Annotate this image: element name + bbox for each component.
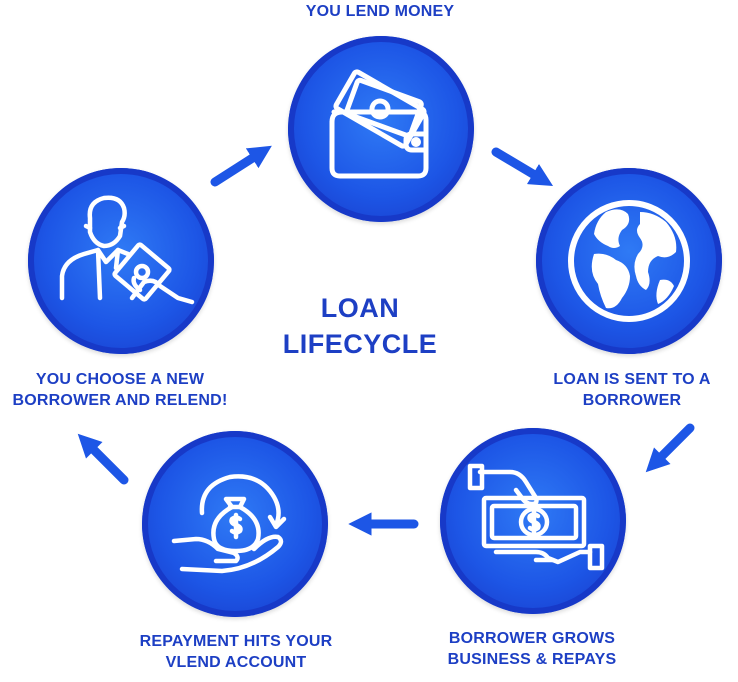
arrow-relend-to-lend — [210, 145, 272, 187]
step-label-relend-line1: YOU CHOOSE A NEW — [35, 371, 205, 388]
step-label-relend: YOU CHOOSE A NEW BORROWER AND RELEND! — [2, 369, 238, 411]
step-node-sent — [536, 168, 722, 354]
wallet-money-icon — [329, 69, 429, 179]
step-label-sent: LOAN IS SENT TO A BORROWER — [532, 369, 732, 411]
cash-exchange-icon — [467, 463, 605, 571]
step-label-grows: BORROWER GROWS BUSINESS & REPAYS — [432, 628, 632, 670]
step-label-repayment-line1: REPAYMENT HITS YOUR — [139, 633, 333, 650]
title-line-1: LOAN — [320, 293, 400, 323]
step-label-lend-line1: YOU LEND MONEY — [305, 3, 455, 20]
step-node-relend — [28, 168, 214, 354]
arrow-lend-to-sent — [491, 147, 554, 186]
step-node-lend — [288, 36, 474, 222]
step-label-sent-line2: BORROWER — [582, 392, 682, 409]
title-line-2: LIFECYCLE — [282, 329, 438, 359]
arrow-sent-to-grows — [645, 423, 695, 473]
step-label-grows-line2: BUSINESS & REPAYS — [447, 651, 617, 668]
step-label-sent-line1: LOAN IS SENT TO A — [553, 371, 711, 388]
step-label-grows-line1: BORROWER GROWS — [448, 630, 616, 647]
arrow-repayment-to-relend — [77, 433, 129, 485]
step-node-repayment — [142, 431, 328, 617]
person-receiving-money-icon — [59, 195, 195, 305]
money-bag-hand-icon — [171, 474, 287, 574]
globe-icon — [568, 200, 690, 322]
step-node-grows — [440, 428, 626, 614]
diagram-title: LOAN LIFECYCLE — [270, 290, 450, 362]
step-label-lend: YOU LEND MONEY — [270, 1, 490, 22]
step-label-repayment-line2: VLEND ACCOUNT — [165, 654, 307, 671]
step-label-repayment: REPAYMENT HITS YOUR VLEND ACCOUNT — [118, 631, 354, 673]
step-label-relend-line2: BORROWER AND RELEND! — [12, 392, 228, 409]
